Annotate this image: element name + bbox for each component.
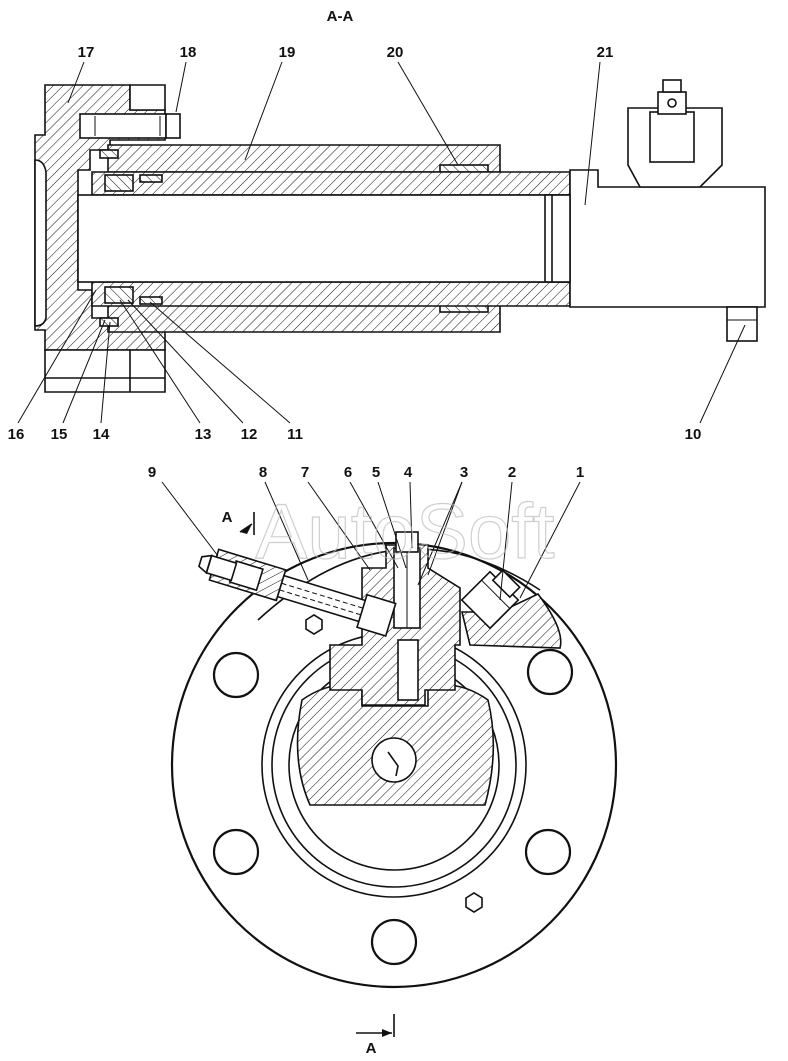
- bolt-18: [79, 113, 167, 139]
- pin-10: [726, 306, 758, 342]
- callout-15: 15: [51, 426, 68, 443]
- bolt-hole-1: [212, 651, 260, 699]
- callout-9: 9: [148, 464, 156, 481]
- callout-14: 14: [93, 426, 110, 443]
- callout-10: 10: [685, 426, 702, 443]
- top-section-view: 17 18 19 20 21 16 15 14 13 12 11 10: [8, 44, 766, 443]
- seal-pack-bottom: [104, 286, 134, 304]
- callout-2: 2: [508, 464, 516, 481]
- seal-20-top: [439, 164, 489, 173]
- bolt-18-head: [165, 113, 181, 139]
- callout-13: 13: [195, 426, 212, 443]
- ring-top: [139, 174, 163, 183]
- fitting-body: [649, 111, 695, 163]
- callout-16: 16: [8, 426, 25, 443]
- callout-18: 18: [180, 44, 197, 61]
- head-21: [569, 169, 766, 308]
- flange-recess: [34, 159, 47, 327]
- head-21-spigot: [544, 194, 571, 283]
- callout-7: 7: [301, 464, 309, 481]
- right-boss: [460, 592, 562, 649]
- callout-19: 19: [279, 44, 296, 61]
- fitting-hex: [657, 91, 687, 115]
- flange-outer: [170, 541, 618, 989]
- ring-bottom: [139, 296, 163, 305]
- flange-body-17: [34, 84, 166, 351]
- callout-21: 21: [597, 44, 614, 61]
- valve-stem: [397, 639, 419, 701]
- bolt-hole-3: [212, 828, 260, 876]
- callout-12: 12: [241, 426, 258, 443]
- section-mark-bottom: А: [366, 1040, 377, 1057]
- callout-11: 11: [287, 426, 303, 443]
- rod-lower-wall: [91, 281, 571, 307]
- bolt-hole-4: [524, 828, 572, 876]
- section-mark-top: А: [222, 509, 233, 526]
- callout-5: 5: [372, 464, 380, 481]
- callout-17: 17: [78, 44, 95, 61]
- callout-6: 6: [344, 464, 352, 481]
- callout-8: 8: [259, 464, 267, 481]
- flange-foot: [44, 349, 166, 393]
- callout-20: 20: [387, 44, 404, 61]
- fitting-nipple: [662, 79, 682, 93]
- seal-pack-top: [104, 174, 134, 192]
- callout-4: 4: [404, 464, 413, 481]
- section-title: А-А: [327, 8, 354, 25]
- callout-3: 3: [460, 464, 468, 481]
- bolt-hole-2: [526, 648, 574, 696]
- callout-1: 1: [576, 464, 584, 481]
- rod-upper-wall: [91, 171, 571, 196]
- nut-7: [356, 593, 397, 637]
- watermark: AutoSoft: [255, 487, 555, 575]
- bolt-hole-5: [370, 918, 418, 966]
- bottom-flange-view: 9 8 7 6 5 4 3 2 1 А А: [148, 464, 618, 1057]
- rod-bore: [77, 194, 571, 283]
